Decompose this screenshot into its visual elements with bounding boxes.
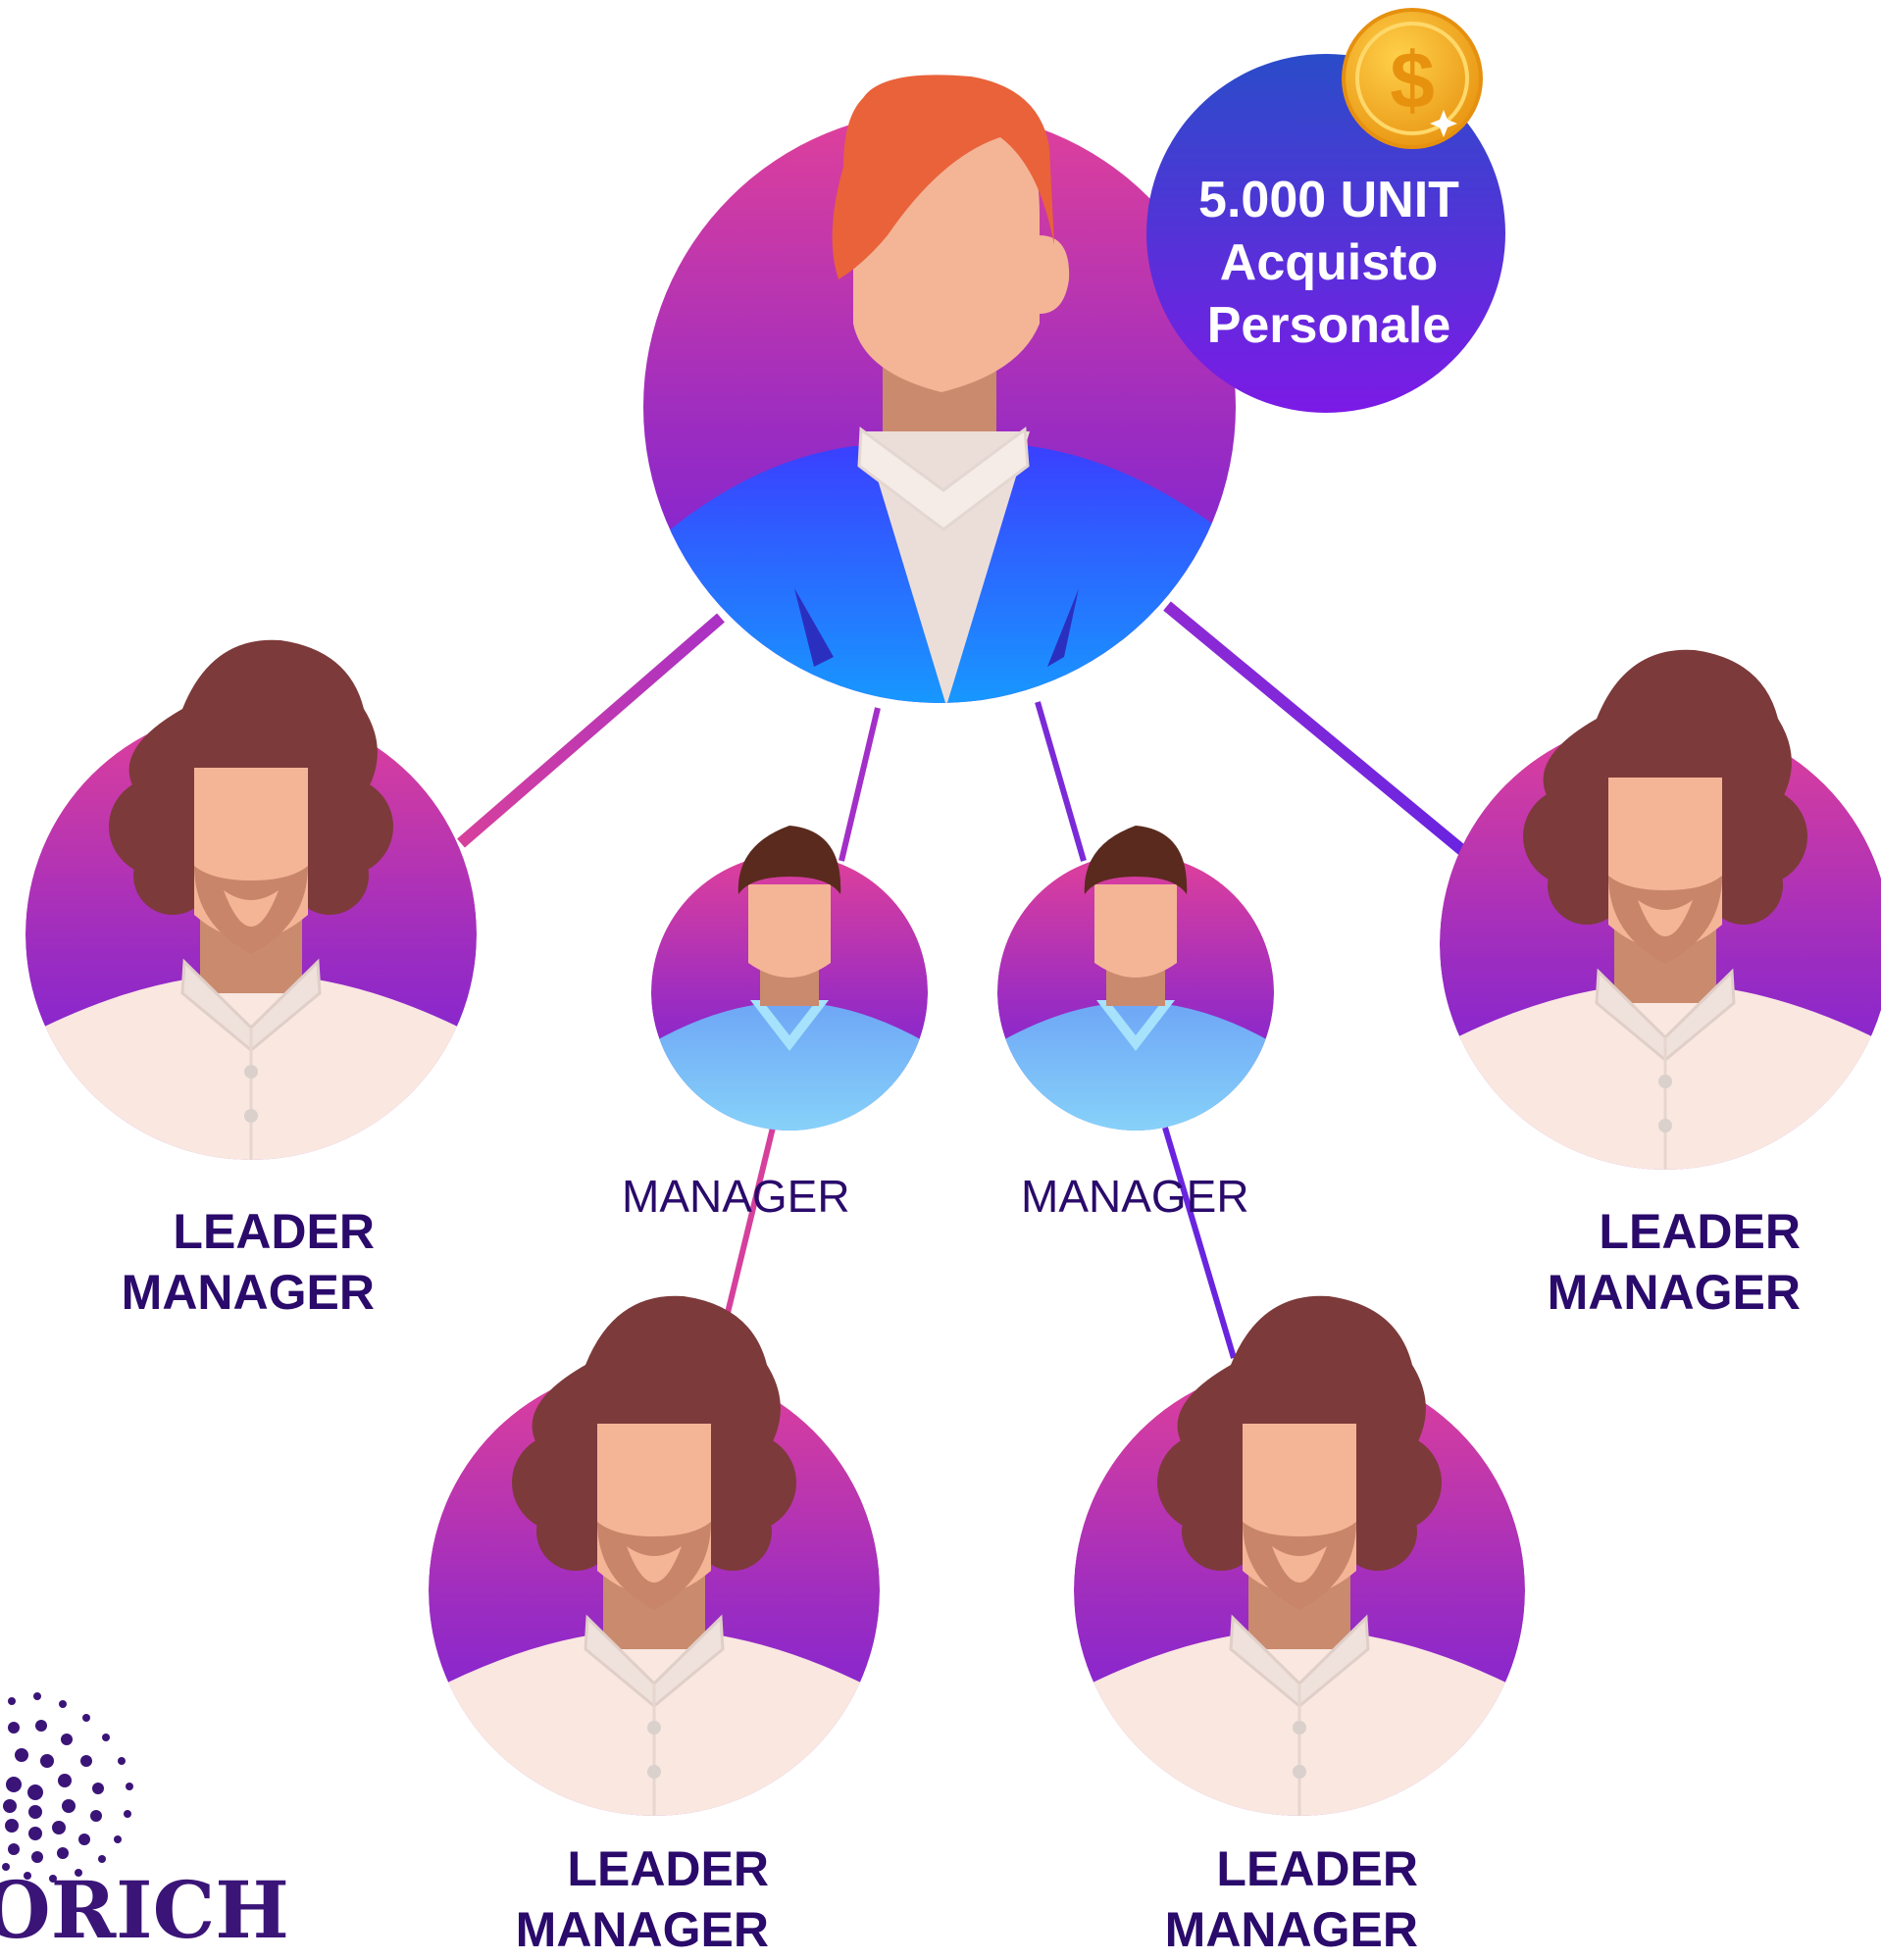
connector-lines bbox=[457, 601, 1467, 1359]
connector-top-leader-left bbox=[457, 613, 725, 848]
leader-label-bottom-left-line1: LEADER bbox=[567, 1841, 769, 1896]
bubble-personal-label: Personale bbox=[1206, 297, 1451, 354]
bubble-purchase-label: Acquisto bbox=[1219, 234, 1439, 291]
top-node-woman-avatar-icon bbox=[643, 75, 1236, 703]
manager-node-left-young-man-avatar-icon bbox=[651, 826, 928, 1131]
leader-label-right: LEADER MANAGER bbox=[1471, 1201, 1801, 1323]
connector-top-manager-left bbox=[839, 707, 881, 862]
logo-wordmark: ORICH bbox=[0, 1864, 289, 1956]
leader-label-bottom-left-line2: MANAGER bbox=[515, 1902, 769, 1957]
leader-label-bottom-right-line2: MANAGER bbox=[1164, 1902, 1418, 1957]
manager-label-right: MANAGER bbox=[1021, 1171, 1249, 1222]
leader-label-left: LEADER MANAGER bbox=[59, 1201, 375, 1323]
manager-node-right-young-man-avatar-icon bbox=[997, 826, 1274, 1131]
connector-top-manager-right bbox=[1035, 701, 1087, 862]
connector-top-leader-right bbox=[1163, 601, 1467, 856]
manager-label-left: MANAGER bbox=[622, 1171, 850, 1222]
leader-label-right-line1: LEADER bbox=[1599, 1204, 1801, 1259]
leader-node-left-curly-man-avatar-icon bbox=[25, 639, 477, 1160]
svg-text:$: $ bbox=[1390, 36, 1435, 126]
leader-label-bottom-right-line1: LEADER bbox=[1216, 1841, 1418, 1896]
leader-node-right-curly-man-avatar-icon bbox=[1440, 649, 1881, 1170]
leader-label-right-line2: MANAGER bbox=[1547, 1265, 1801, 1320]
bubble-text-block: 5.000 UNIT Acquisto Personale bbox=[1167, 169, 1491, 357]
dollar-coin-icon: $ bbox=[1342, 8, 1483, 149]
leader-label-bottom-right: LEADER MANAGER bbox=[1089, 1838, 1418, 1960]
leader-label-bottom-left: LEADER MANAGER bbox=[441, 1838, 769, 1960]
leader-node-bottom-right-curly-man-avatar-icon bbox=[1074, 1295, 1525, 1816]
leader-label-left-line1: LEADER bbox=[173, 1204, 375, 1259]
leader-node-bottom-left-curly-man-avatar-icon bbox=[429, 1295, 880, 1816]
leader-label-left-line2: MANAGER bbox=[121, 1265, 375, 1320]
bubble-units-label: 5.000 UNIT bbox=[1198, 172, 1459, 228]
connector-manager-leader-right bbox=[1162, 1127, 1237, 1359]
dotted-circle-logo-icon bbox=[2, 1692, 133, 1883]
